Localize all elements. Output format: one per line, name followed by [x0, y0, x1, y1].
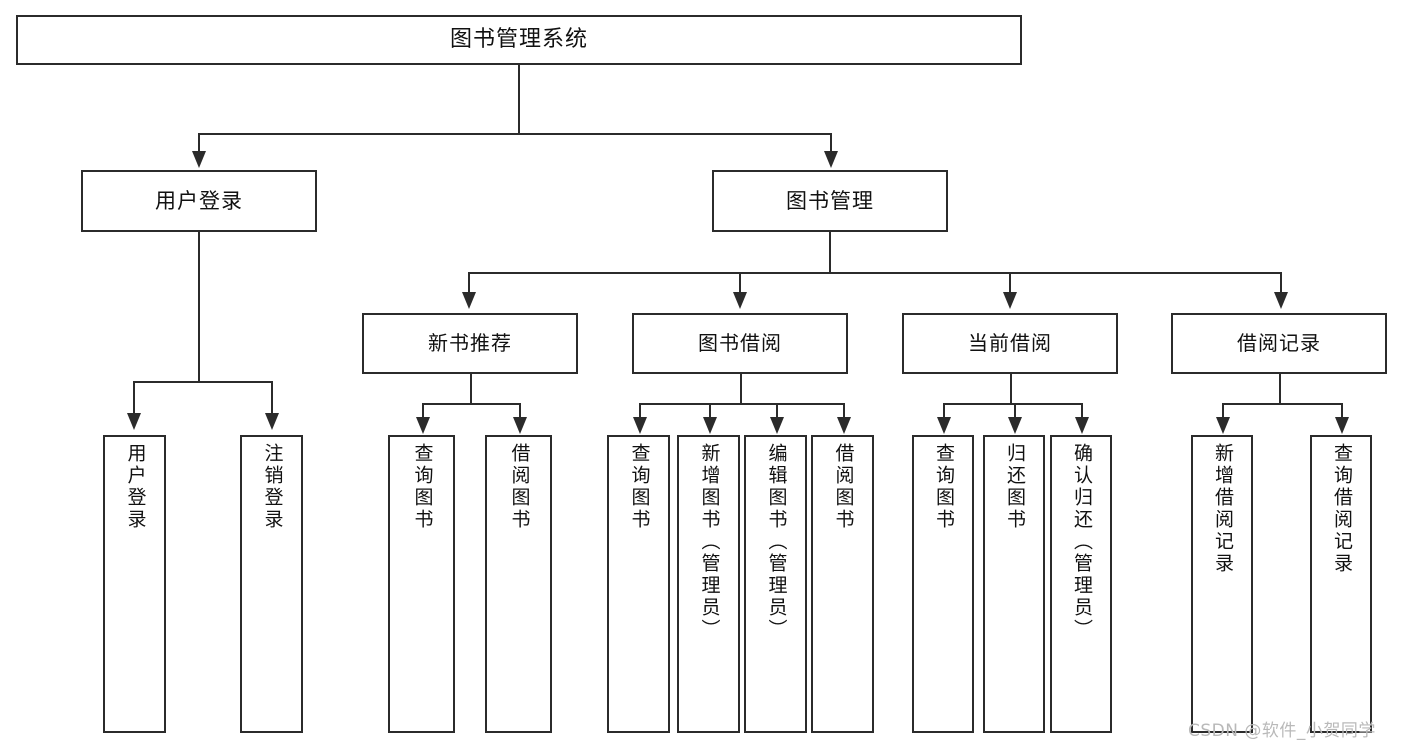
leaf-node-7-label: 借阅图书 — [832, 443, 855, 531]
connector-group-branch-1-1 — [708, 403, 711, 419]
level2-node-1-label: 图书管理 — [786, 188, 874, 213]
root-node-system-label: 图书管理系统 — [449, 27, 588, 53]
connector-books-drop — [829, 232, 831, 274]
leaf-node-11[interactable]: 新增借阅记录 — [1191, 435, 1253, 733]
connector-group-branch-0-0 — [421, 403, 424, 419]
arrow-root-to-level2-0 — [192, 151, 206, 168]
leaf-node-1-label: 注销登录 — [261, 443, 284, 531]
connector-group-drop-0 — [470, 374, 472, 403]
watermark-text: CSDN @软件_小贺同学 — [1188, 721, 1376, 741]
leaf-node-2-label: 查询图书 — [411, 443, 434, 531]
arrow-group-2-to-leaf-2 — [1075, 417, 1089, 434]
level3-node-1-label: 图书借阅 — [698, 331, 782, 355]
connector-group-branch-1-0 — [638, 403, 641, 419]
leaf-node-7[interactable]: 借阅图书 — [811, 435, 874, 733]
arrow-group-0-to-leaf-1 — [512, 417, 527, 434]
connector-group-drop-1 — [740, 374, 742, 403]
connector-group-bus-2 — [943, 403, 1081, 405]
connector-group-drop-3 — [1279, 374, 1281, 403]
leaf-node-8[interactable]: 查询图书 — [912, 435, 974, 733]
leaf-node-10-label: 确认归还（管理员） — [1070, 443, 1093, 641]
leaf-node-12-label: 查询借阅记录 — [1330, 443, 1353, 575]
leaf-node-1[interactable]: 注销登录 — [240, 435, 303, 733]
connector-books-bus — [468, 272, 1280, 274]
level3-node-2[interactable]: 当前借阅 — [902, 313, 1118, 374]
connector-login-drop — [198, 232, 200, 382]
arrow-root-to-level2-1 — [824, 151, 838, 168]
arrow-books-to-level3-3 — [1274, 292, 1288, 309]
leaf-node-6-label: 编辑图书（管理员） — [765, 443, 788, 641]
connector-root-branch-0 — [198, 133, 200, 153]
arrow-group-1-to-leaf-1 — [702, 417, 717, 434]
level2-node-0-label: 用户登录 — [155, 188, 243, 213]
leaf-node-4[interactable]: 查询图书 — [607, 435, 670, 733]
leaf-node-6[interactable]: 编辑图书（管理员） — [744, 435, 807, 733]
arrow-group-1-to-leaf-3 — [836, 417, 851, 434]
leaf-node-3[interactable]: 借阅图书 — [485, 435, 552, 733]
level3-node-0-label: 新书推荐 — [428, 331, 512, 355]
level3-node-1[interactable]: 图书借阅 — [632, 313, 848, 374]
connector-group-bus-3 — [1222, 403, 1341, 405]
arrow-group-3-to-leaf-0 — [1216, 417, 1230, 434]
connector-group-branch-1-2 — [775, 403, 778, 419]
connector-books-branch-1 — [739, 272, 741, 294]
leaf-node-9-label: 归还图书 — [1003, 443, 1026, 531]
arrow-group-2-to-leaf-1 — [1008, 417, 1022, 434]
level2-node-0[interactable]: 用户登录 — [81, 170, 317, 232]
leaf-node-0[interactable]: 用户登录 — [103, 435, 166, 733]
leaf-node-9[interactable]: 归还图书 — [983, 435, 1045, 733]
connector-group-bus-0 — [421, 403, 519, 405]
connector-login-bus — [133, 381, 271, 383]
leaf-node-5[interactable]: 新增图书（管理员） — [677, 435, 740, 733]
arrow-group-1-to-leaf-2 — [769, 417, 784, 434]
connector-group-branch-2-0 — [943, 403, 945, 419]
leaf-node-2[interactable]: 查询图书 — [388, 435, 455, 733]
connector-group-branch-3-1 — [1341, 403, 1343, 419]
level3-node-0[interactable]: 新书推荐 — [362, 313, 578, 374]
arrow-group-1-to-leaf-0 — [632, 417, 647, 434]
leaf-node-10[interactable]: 确认归还（管理员） — [1050, 435, 1112, 733]
arrow-books-to-level3-0 — [462, 292, 476, 309]
arrow-group-3-to-leaf-1 — [1335, 417, 1349, 434]
arrow-login-to-leaf-0 — [127, 413, 141, 430]
connector-group-drop-2 — [1010, 374, 1012, 403]
connector-root-bus — [198, 133, 830, 135]
leaf-node-5-label: 新增图书（管理员） — [698, 443, 721, 641]
connector-group-branch-3-0 — [1222, 403, 1224, 419]
connector-books-branch-0 — [468, 272, 470, 294]
level2-node-1[interactable]: 图书管理 — [712, 170, 948, 232]
arrow-group-0-to-leaf-0 — [415, 417, 430, 434]
arrow-books-to-level3-2 — [1003, 292, 1017, 309]
arrow-group-2-to-leaf-0 — [937, 417, 951, 434]
connector-root-drop — [518, 65, 520, 135]
level3-node-2-label: 当前借阅 — [968, 331, 1052, 355]
leaf-node-0-label: 用户登录 — [124, 443, 147, 531]
leaf-node-3-label: 借阅图书 — [508, 443, 531, 531]
connector-group-branch-2-2 — [1081, 403, 1083, 419]
connector-books-branch-3 — [1280, 272, 1282, 294]
connector-group-bus-1 — [638, 403, 843, 405]
level3-node-3[interactable]: 借阅记录 — [1171, 313, 1387, 374]
level3-node-3-label: 借阅记录 — [1237, 331, 1321, 355]
root-node-system[interactable]: 图书管理系统 — [16, 15, 1022, 65]
leaf-node-4-label: 查询图书 — [628, 443, 651, 531]
connector-login-branch-0 — [133, 381, 135, 415]
connector-root-branch-1 — [830, 133, 832, 153]
connector-group-branch-1-3 — [842, 403, 845, 419]
connector-login-branch-1 — [271, 381, 273, 415]
arrow-login-to-leaf-1 — [265, 413, 279, 430]
leaf-node-8-label: 查询图书 — [932, 443, 955, 531]
arrow-books-to-level3-1 — [733, 292, 747, 309]
connector-group-branch-2-1 — [1014, 403, 1016, 419]
connector-books-branch-2 — [1009, 272, 1011, 294]
leaf-node-12[interactable]: 查询借阅记录 — [1310, 435, 1372, 733]
leaf-node-11-label: 新增借阅记录 — [1211, 443, 1234, 575]
connector-group-branch-0-1 — [518, 403, 521, 419]
